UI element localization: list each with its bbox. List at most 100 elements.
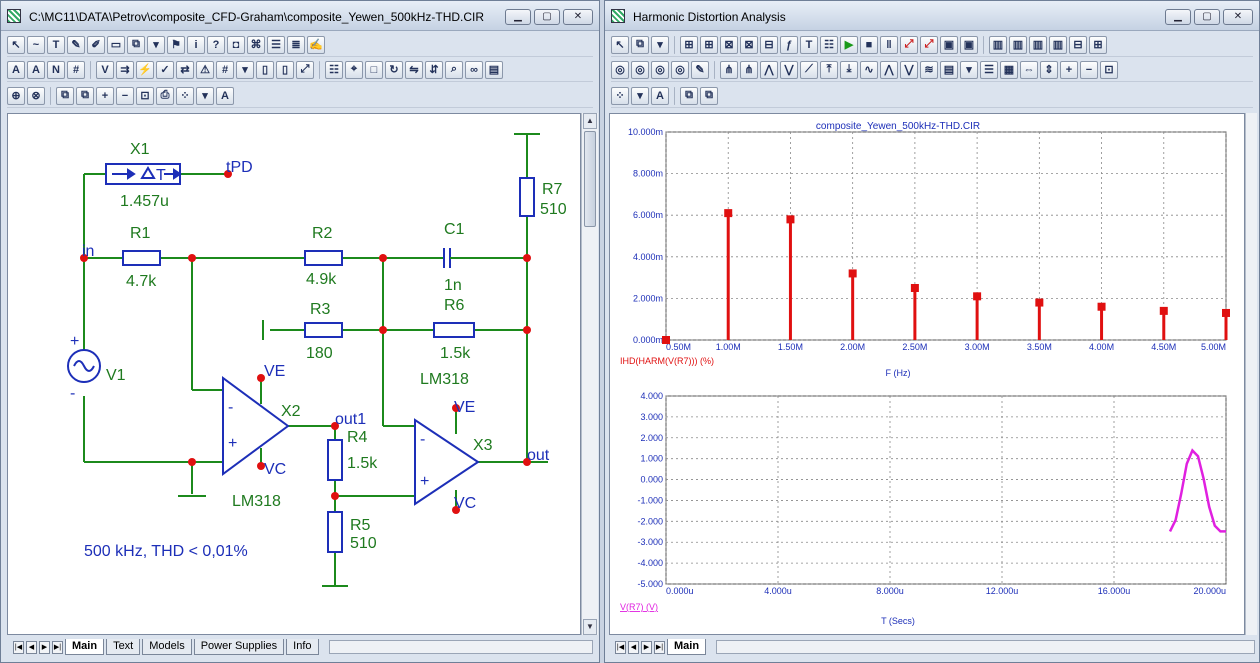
pause-icon[interactable]: ‖ bbox=[880, 35, 898, 54]
a-clipboard-icon[interactable]: ▤ bbox=[940, 60, 958, 79]
window-2-icon[interactable]: ▣ bbox=[960, 35, 978, 54]
harmonic-marker[interactable] bbox=[1035, 298, 1044, 307]
tab-next-icon[interactable]: ▶ bbox=[39, 640, 50, 654]
minimize-button[interactable]: ▁ bbox=[505, 9, 531, 25]
x3-opamp[interactable] bbox=[414, 418, 480, 506]
a-select-icon[interactable]: ↖ bbox=[611, 35, 629, 54]
attr-value-icon[interactable]: A bbox=[27, 60, 45, 79]
dropdown-icon-3[interactable]: ▾ bbox=[196, 86, 214, 105]
add-circle-icon[interactable]: ⊕ bbox=[7, 86, 25, 105]
pen-icon[interactable]: ✎ bbox=[67, 35, 85, 54]
fit-x-icon[interactable]: ⇔ bbox=[1020, 60, 1038, 79]
print-icon[interactable]: ⎙ bbox=[156, 86, 174, 105]
scale-2-icon[interactable]: ⊞ bbox=[700, 35, 718, 54]
inflect-icon[interactable]: ∿ bbox=[860, 60, 878, 79]
schematic-hscrollbar[interactable] bbox=[328, 640, 593, 654]
notes-icon[interactable]: ☰ bbox=[267, 35, 285, 54]
analysis-close-button[interactable]: ✕ bbox=[1223, 9, 1253, 25]
tab-models[interactable]: Models bbox=[142, 639, 192, 655]
calc-icon[interactable]: ▦ bbox=[1000, 60, 1018, 79]
r3-resistor[interactable] bbox=[304, 322, 343, 338]
high-icon[interactable]: ⤒ bbox=[820, 60, 838, 79]
edit-icon[interactable]: ✍ bbox=[307, 35, 325, 54]
dropdown-icon[interactable]: ▾ bbox=[147, 35, 165, 54]
find-icon[interactable]: ⌕ bbox=[445, 60, 463, 79]
tab-info[interactable]: Info bbox=[286, 639, 319, 655]
schematic-titlebar[interactable]: C:\MC11\DATA\Petrov\composite_CFD-Graham… bbox=[1, 1, 599, 31]
close-button[interactable]: ✕ bbox=[563, 9, 593, 25]
font-icon[interactable]: A bbox=[216, 86, 234, 105]
r4-resistor[interactable] bbox=[327, 439, 343, 481]
node-names-icon[interactable]: N bbox=[47, 60, 65, 79]
node-numbers-icon[interactable]: # bbox=[67, 60, 85, 79]
harmonic-marker[interactable] bbox=[1159, 306, 1168, 315]
a-tab-main[interactable]: Main bbox=[667, 639, 707, 655]
plot-hscrollbar[interactable] bbox=[716, 640, 1255, 654]
harmonic-marker[interactable] bbox=[786, 215, 795, 224]
scale-4-icon[interactable]: ⊠ bbox=[740, 35, 758, 54]
flip-icon[interactable]: ⇵ bbox=[425, 60, 443, 79]
zoom-in-icon[interactable]: + bbox=[96, 86, 114, 105]
page-border-icon[interactable]: ▯ bbox=[276, 60, 294, 79]
tab-power-supplies[interactable]: Power Supplies bbox=[193, 639, 285, 655]
harmonic-marker[interactable] bbox=[662, 336, 670, 344]
analysis-titlebar[interactable]: Harmonic Distortion Analysis ▁ ▢ ✕ bbox=[605, 1, 1259, 31]
a-zoom-out-icon[interactable]: − bbox=[1080, 60, 1098, 79]
delete-circle-icon[interactable]: ⊗ bbox=[27, 86, 45, 105]
properties-icon[interactable]: ☷ bbox=[325, 60, 343, 79]
harmonic-marker[interactable] bbox=[973, 292, 982, 301]
tab-last-icon[interactable]: ▶| bbox=[52, 640, 63, 654]
a-tab-first-icon[interactable]: |◀ bbox=[615, 640, 626, 654]
harmonic-marker[interactable] bbox=[848, 269, 857, 278]
run-icon[interactable]: ▶ bbox=[840, 35, 858, 54]
text-icon[interactable]: T bbox=[47, 35, 65, 54]
peak-icon[interactable]: ⋀ bbox=[760, 60, 778, 79]
low-icon[interactable]: ⤓ bbox=[840, 60, 858, 79]
harmonic-marker[interactable] bbox=[1222, 308, 1230, 317]
schematic-vscrollbar[interactable]: ▲ ▼ bbox=[581, 113, 598, 635]
zoom-a-icon[interactable]: ◎ bbox=[611, 60, 629, 79]
harmonic-marker[interactable] bbox=[910, 284, 919, 292]
minus-box-icon[interactable]: ⊟ bbox=[1069, 35, 1087, 54]
a-properties-icon[interactable]: ☷ bbox=[820, 35, 838, 54]
grid-dots-icon[interactable]: ⁘ bbox=[176, 86, 194, 105]
global-low-icon[interactable]: ⋁ bbox=[900, 60, 918, 79]
r2-resistor[interactable] bbox=[304, 250, 343, 266]
grid-icon[interactable]: # bbox=[216, 60, 234, 79]
a-tab-last-icon[interactable]: ▶| bbox=[654, 640, 665, 654]
zoom-fit-icon[interactable]: ⊡ bbox=[136, 86, 154, 105]
layout-2-icon[interactable]: ▥ bbox=[1009, 35, 1027, 54]
pick-icon[interactable]: ⌖ bbox=[345, 60, 363, 79]
scale-icon[interactable]: ⊞ bbox=[680, 35, 698, 54]
stop-icon[interactable]: ■ bbox=[860, 35, 878, 54]
camera-icon[interactable]: ◘ bbox=[227, 35, 245, 54]
function-icon[interactable]: ƒ bbox=[780, 35, 798, 54]
zoom-c-icon[interactable]: ◎ bbox=[651, 60, 669, 79]
help-icon[interactable]: ? bbox=[207, 35, 225, 54]
wire-icon[interactable]: ~ bbox=[27, 35, 45, 54]
r5-resistor[interactable] bbox=[327, 511, 343, 553]
tab-main[interactable]: Main bbox=[65, 639, 105, 655]
edit-plot-icon[interactable]: ✎ bbox=[691, 60, 709, 79]
analysis-maximize-button[interactable]: ▢ bbox=[1194, 9, 1220, 25]
layout-icon[interactable]: ▥ bbox=[989, 35, 1007, 54]
layout-3-icon[interactable]: ▥ bbox=[1029, 35, 1047, 54]
group-icon[interactable]: ⧉ bbox=[56, 86, 74, 105]
r1-resistor[interactable] bbox=[122, 250, 161, 266]
tab-first-icon[interactable]: |◀ bbox=[13, 640, 24, 654]
page-icon[interactable]: ▯ bbox=[256, 60, 274, 79]
list-icon[interactable]: ≣ bbox=[287, 35, 305, 54]
current-icon[interactable]: ⇉ bbox=[116, 60, 134, 79]
scroll-thumb[interactable] bbox=[584, 131, 596, 227]
trace-2-icon[interactable]: ⤢ bbox=[920, 35, 938, 54]
wave-icon[interactable]: ≋ bbox=[920, 60, 938, 79]
attr-text-icon[interactable]: A bbox=[7, 60, 25, 79]
brush-icon[interactable]: ✐ bbox=[87, 35, 105, 54]
schematic-canvas[interactable]: T X1 1. bbox=[7, 113, 581, 635]
a-tab-prev-icon[interactable]: ◀ bbox=[628, 640, 639, 654]
slope-icon[interactable]: ⟋ bbox=[800, 60, 818, 79]
harmonic-marker[interactable] bbox=[1097, 302, 1106, 311]
clipboard-icon[interactable]: ▤ bbox=[485, 60, 503, 79]
dropdown-icon-2[interactable]: ▾ bbox=[236, 60, 254, 79]
network-icon[interactable]: ⌘ bbox=[247, 35, 265, 54]
